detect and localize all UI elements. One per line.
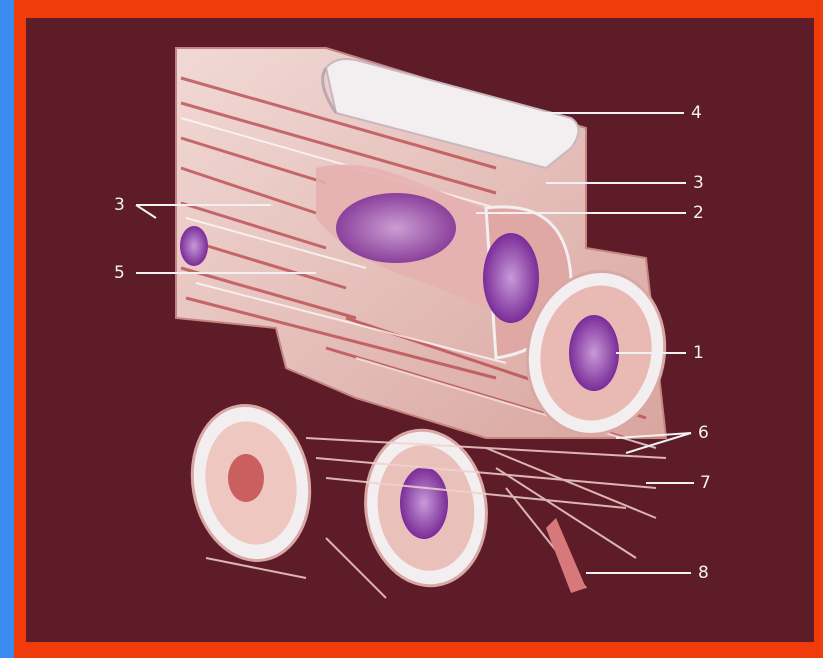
fiber-1-nucleus: [569, 315, 619, 391]
label-3-right: 3: [693, 175, 704, 192]
label-6: 6: [698, 425, 709, 442]
label-4: 4: [691, 105, 702, 122]
elongated-nucleus: [336, 193, 456, 263]
label-3-left: 3: [114, 197, 125, 214]
label-2: 2: [693, 205, 704, 222]
capillary-vessel: [546, 518, 586, 593]
fiber-nucleus-2: [483, 233, 539, 323]
label-8: 8: [698, 565, 709, 582]
label-1: 1: [693, 345, 704, 362]
label-7: 7: [700, 475, 711, 492]
blue-frame-edge: [0, 0, 14, 658]
cross-section-fiber-left: [180, 396, 321, 570]
illustration-panel: 4 3 2 3 5 1 6 7 8: [26, 18, 814, 642]
label-5: 5: [114, 265, 125, 282]
left-nucleus: [180, 226, 208, 266]
fiber-center-nucleus: [400, 467, 448, 539]
fiber-left-nucleus: [228, 454, 264, 502]
